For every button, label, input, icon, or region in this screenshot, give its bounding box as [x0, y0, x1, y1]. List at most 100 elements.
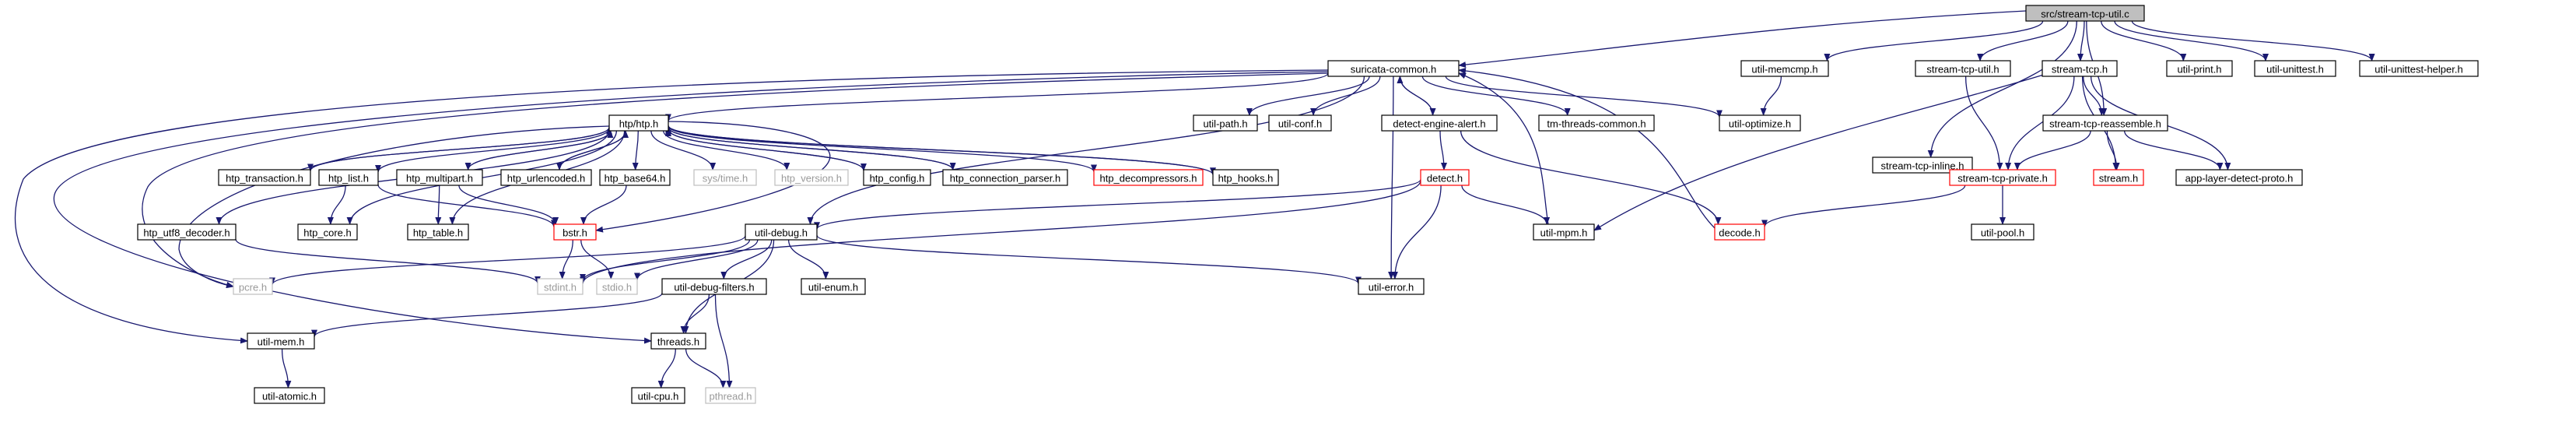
node-label: src/stream-tcp-util.c	[2041, 9, 2129, 20]
edge-stream-tcp-private-h-to-decode-h	[1761, 185, 1966, 228]
node-util-debug-filters-h[interactable]: util-debug-filters.h	[661, 278, 767, 295]
edge-stream-tcp-util-c-to-stream-tcp-util-h	[1977, 20, 2069, 62]
node-util-unittest-h[interactable]: util-unittest.h	[2254, 60, 2336, 77]
node-util-path-h[interactable]: util-path.h	[1193, 114, 1258, 132]
edge-stream-tcp-util-c-to-util-print-h	[2101, 20, 2187, 62]
edge-htp-htp-h-to-sys-time-h	[650, 130, 717, 171]
node-decode-h[interactable]: decode.h	[1714, 223, 1765, 241]
node-threads-h[interactable]: threads.h	[650, 332, 706, 350]
node-box	[537, 278, 584, 295]
nodes-layer: src/stream-tcp-util.c suricata-common.h ut…	[137, 5, 2479, 404]
node-htp-list-h[interactable]: htp_list.h	[318, 169, 379, 186]
node-util-conf-h[interactable]: util-conf.h	[1268, 114, 1332, 132]
node-util-enum-h[interactable]: util-enum.h	[801, 278, 866, 295]
edge-detect-h-to-util-debug-h	[814, 178, 1421, 230]
node-htp-decompressors-h[interactable]: htp_decompressors.h	[1093, 169, 1204, 186]
node-detect-engine-alert-h[interactable]: detect-engine-alert.h	[1381, 114, 1498, 132]
node-box	[745, 223, 818, 241]
node-label: util-path.h	[1203, 118, 1247, 130]
edge-htp-htp-h-to-pcre-h	[178, 125, 610, 289]
node-htp-utf8-decoder-h[interactable]: htp_utf8_decoder.h	[137, 223, 237, 241]
node-label: util-error.h	[1369, 282, 1414, 294]
node-box	[2025, 5, 2145, 22]
node-box	[774, 169, 849, 186]
node-util-optimize-h[interactable]: util-optimize.h	[1719, 114, 1801, 132]
node-htp-config-h[interactable]: htp_config.h	[863, 169, 931, 186]
edge-util-mpm-h-to-suricata-common-h	[1458, 72, 1549, 225]
node-util-mpm-h[interactable]: util-mpm.h	[1533, 223, 1595, 241]
node-label: util-cpu.h	[638, 391, 679, 403]
node-label: decode.h	[1719, 227, 1761, 239]
edge-stream-tcp-util-h-to-stream-tcp-private-h	[1964, 76, 2003, 171]
node-box	[1093, 169, 1204, 186]
node-tm-threads-common-h[interactable]: tm-threads-common.h	[1538, 114, 1655, 132]
node-stdint-h: stdint.h	[537, 278, 584, 295]
node-util-mem-h[interactable]: util-mem.h	[247, 332, 315, 350]
edge-detect-engine-alert-h-to-suricata-common-h	[1397, 76, 1434, 116]
node-label: stream-tcp-reassemble.h	[2049, 118, 2161, 130]
node-label: stream-tcp-inline.h	[1881, 160, 1964, 172]
edge-htp-utf8-decoder-h-to-stdint-h	[235, 238, 541, 284]
node-stream-tcp-inline-h[interactable]: stream-tcp-inline.h	[1872, 156, 1973, 174]
node-box	[661, 278, 767, 295]
node-util-cpu-h[interactable]: util-cpu.h	[631, 387, 685, 404]
node-label: util-debug-filters.h	[674, 282, 754, 294]
node-util-print-h[interactable]: util-print.h	[2166, 60, 2233, 77]
node-util-pool-h[interactable]: util-pool.h	[1971, 223, 2035, 241]
node-label: stream.h	[2099, 173, 2139, 185]
node-box	[137, 223, 237, 241]
node-util-error-h[interactable]: util-error.h	[1358, 278, 1425, 295]
node-htp-connection-parser-h[interactable]: htp_connection_parser.h	[942, 169, 1068, 186]
node-box	[1971, 223, 2035, 241]
node-box	[1915, 60, 2011, 77]
node-stream-tcp-util-c[interactable]: src/stream-tcp-util.c	[2025, 5, 2145, 22]
node-htp-base64-h[interactable]: htp_base64.h	[599, 169, 671, 186]
node-box	[1949, 169, 2056, 186]
node-util-atomic-h[interactable]: util-atomic.h	[254, 387, 325, 404]
node-util-debug-h[interactable]: util-debug.h	[745, 223, 818, 241]
node-box	[553, 223, 597, 241]
node-box	[297, 223, 358, 241]
node-htp-urlencoded-h[interactable]: htp_urlencoded.h	[500, 169, 592, 186]
node-box	[1872, 156, 1973, 174]
node-box	[233, 278, 273, 295]
node-label: htp_utf8_decoder.h	[143, 227, 230, 239]
edge-detect-engine-alert-h-to-detect-h	[1439, 130, 1447, 171]
node-box	[1381, 114, 1498, 132]
node-util-memcmp-h[interactable]: util-memcmp.h	[1740, 60, 1829, 77]
node-stream-tcp-reassemble-h[interactable]: stream-tcp-reassemble.h	[2042, 114, 2168, 132]
node-stream-tcp-private-h[interactable]: stream-tcp-private.h	[1949, 169, 2056, 186]
edge-htp-transaction-h-to-htp-htp-h	[310, 126, 612, 171]
node-util-unittest-helper-h[interactable]: util-unittest-helper.h	[2359, 60, 2479, 77]
edge-util-debug-h-to-pcre-h	[269, 235, 746, 286]
node-htp-hooks-h[interactable]: htp_hooks.h	[1212, 169, 1279, 186]
node-label: detect-engine-alert.h	[1393, 118, 1485, 130]
node-box	[631, 387, 685, 404]
node-label: threads.h	[657, 336, 699, 348]
node-htp-htp-h[interactable]: htp/htp.h	[608, 114, 669, 132]
node-box	[705, 387, 756, 404]
node-stream-h[interactable]: stream.h	[2093, 169, 2144, 186]
node-suricata-common-h[interactable]: suricata-common.h	[1327, 60, 1460, 77]
node-htp-transaction-h[interactable]: htp_transaction.h	[218, 169, 311, 186]
node-htp-table-h[interactable]: htp_table.h	[407, 223, 469, 241]
node-detect-h[interactable]: detect.h	[1420, 169, 1470, 186]
node-stream-tcp-util-h[interactable]: stream-tcp-util.h	[1915, 60, 2011, 77]
node-label: htp_decompressors.h	[1099, 173, 1197, 185]
node-bstr-h[interactable]: bstr.h	[553, 223, 597, 241]
edge-suricata-common-h-to-tm-threads-common-h	[1421, 76, 1571, 116]
node-box	[1714, 223, 1765, 241]
node-label: util-unittest.h	[2266, 64, 2324, 76]
edge-htp-htp-h-to-htp-decompressors-h	[668, 125, 1097, 173]
edge-htp-base64-h-to-bstr-h	[580, 185, 627, 225]
node-stream-tcp-h[interactable]: stream-tcp.h	[2042, 60, 2118, 77]
node-htp-multipart-h[interactable]: htp_multipart.h	[396, 169, 483, 186]
edge-suricata-common-h-to-threads-h	[53, 71, 1329, 344]
node-htp-core-h[interactable]: htp_core.h	[297, 223, 358, 241]
node-app-layer-detect-proto-h[interactable]: app-layer-detect-proto.h	[2175, 169, 2303, 186]
node-pthread-h: pthread.h	[705, 387, 756, 404]
node-label: sys/time.h	[703, 173, 748, 185]
node-box	[1420, 169, 1470, 186]
node-box	[1533, 223, 1595, 241]
node-box	[247, 332, 315, 350]
